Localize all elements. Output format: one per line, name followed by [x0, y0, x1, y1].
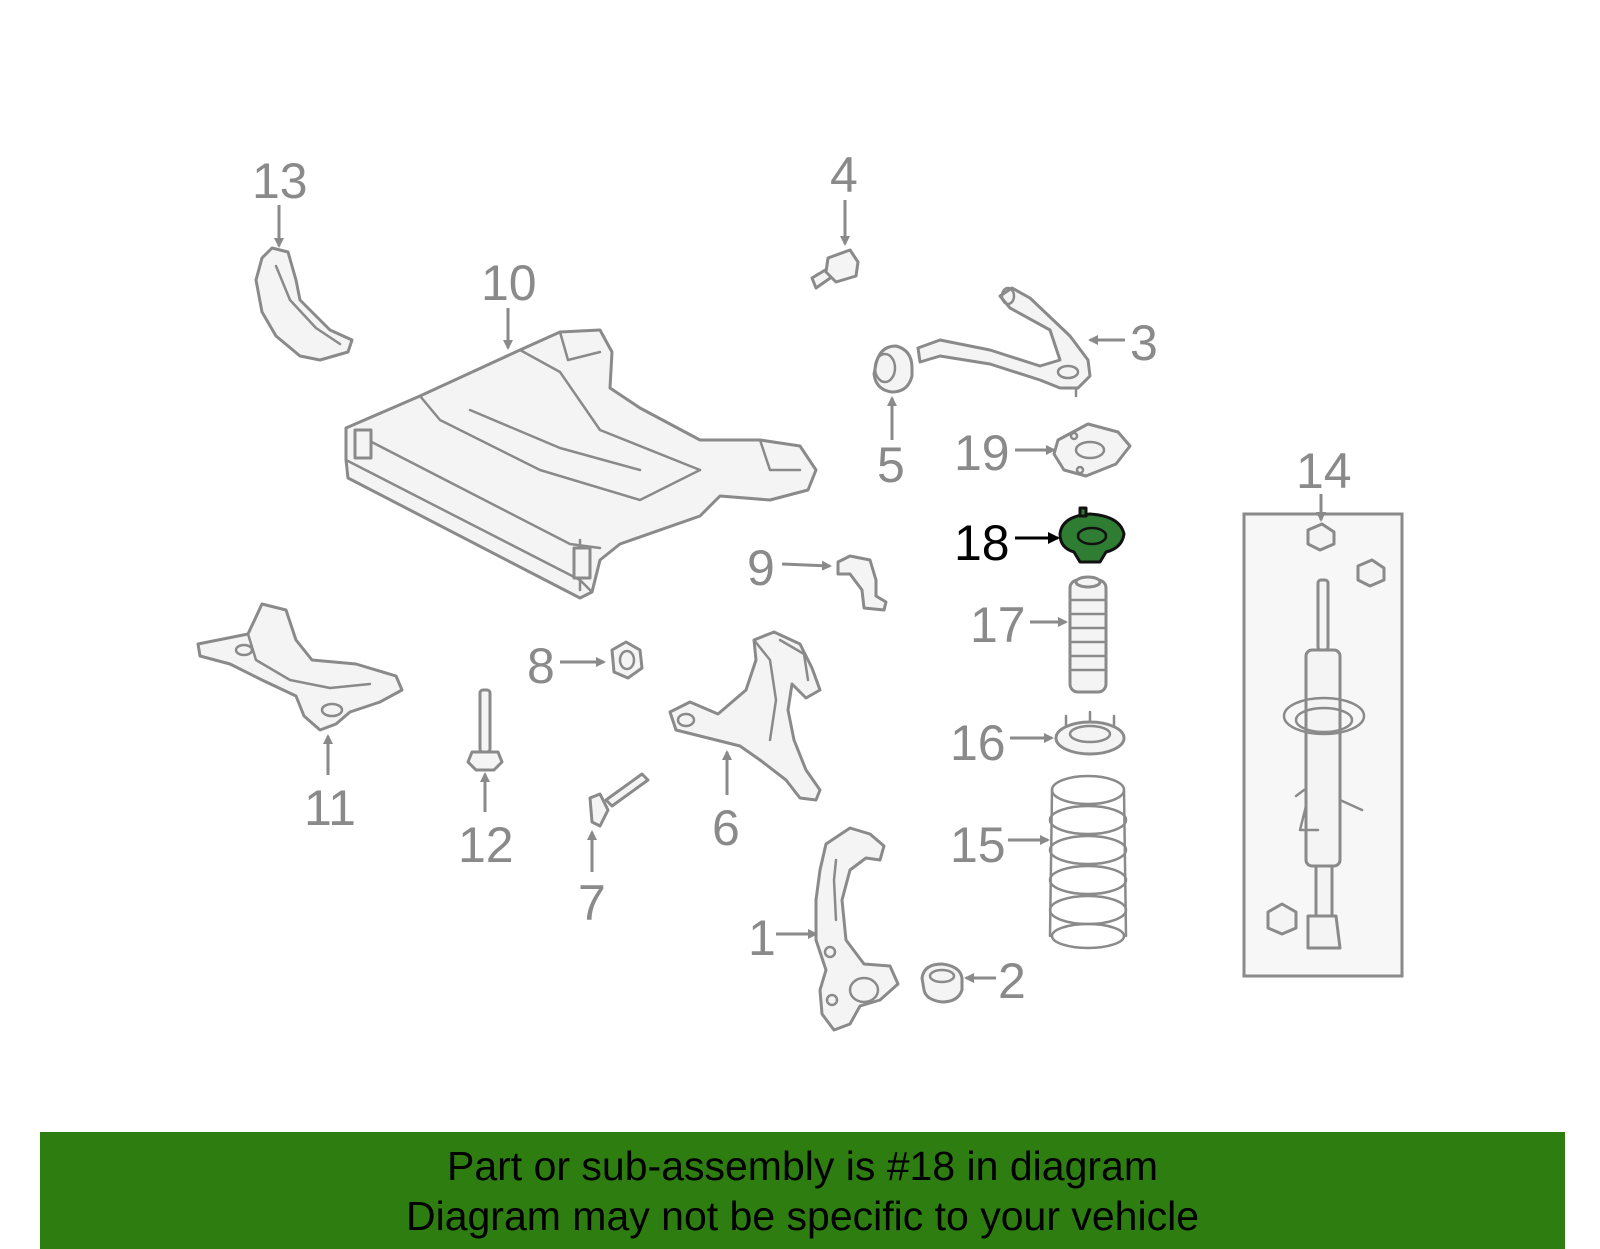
svg-text:6: 6 — [712, 800, 740, 856]
svg-text:1: 1 — [748, 910, 776, 966]
svg-text:11: 11 — [304, 780, 356, 836]
part-14-strut-assembly[interactable] — [1242, 512, 1404, 978]
svg-text:9: 9 — [747, 540, 775, 596]
svg-text:10: 10 — [481, 255, 537, 311]
part-2-bushing[interactable] — [920, 962, 964, 1004]
part-5-bushing[interactable] — [872, 344, 914, 394]
callout-14: 14 — [1296, 443, 1352, 522]
callout-12: 12 — [458, 772, 514, 873]
svg-text:17: 17 — [970, 597, 1026, 653]
svg-text:15: 15 — [950, 817, 1006, 873]
callout-1: 1 — [748, 910, 818, 966]
svg-text:16: 16 — [950, 715, 1006, 771]
svg-text:2: 2 — [998, 953, 1026, 1009]
svg-text:8: 8 — [527, 638, 555, 694]
callout-8: 8 — [527, 638, 606, 694]
part-10-subframe[interactable] — [344, 328, 818, 600]
part-16-spring-seat[interactable] — [1054, 710, 1126, 756]
part-17-dust-boot[interactable] — [1068, 575, 1108, 694]
banner-line-1: Part or sub-assembly is #18 in diagram — [447, 1142, 1158, 1189]
callout-2: 2 — [964, 953, 1026, 1009]
svg-text:19: 19 — [954, 425, 1010, 481]
part-4-bolt[interactable] — [810, 248, 860, 290]
callout-15: 15 — [950, 817, 1050, 873]
callout-19: 19 — [954, 425, 1056, 481]
callout-7: 7 — [578, 830, 606, 931]
part-1-knuckle[interactable] — [814, 826, 900, 1032]
callout-10: 10 — [481, 255, 537, 350]
part-15-coil-spring[interactable] — [1048, 774, 1128, 950]
part-13-bracket[interactable] — [254, 246, 354, 362]
part-7-pin[interactable] — [588, 772, 650, 828]
svg-text:12: 12 — [458, 817, 514, 873]
part-19-insulator[interactable] — [1052, 422, 1132, 478]
callout-11: 11 — [304, 734, 356, 836]
callout-13: 13 — [252, 153, 308, 248]
svg-text:7: 7 — [578, 875, 606, 931]
svg-text:4: 4 — [830, 147, 858, 203]
svg-text:13: 13 — [252, 153, 308, 209]
part-18-strut-mount[interactable] — [1058, 506, 1126, 564]
banner-line-2: Diagram may not be specific to your vehi… — [405, 1192, 1199, 1239]
part-11-skid-plate[interactable] — [196, 602, 404, 732]
callout-4: 4 — [830, 147, 858, 246]
callout-3: 3 — [1088, 315, 1158, 371]
svg-text:14: 14 — [1296, 443, 1352, 499]
svg-text:5: 5 — [877, 437, 905, 493]
part-8-nut[interactable] — [610, 640, 644, 680]
svg-text:3: 3 — [1130, 315, 1158, 371]
callout-16: 16 — [950, 715, 1054, 771]
part-6-lower-arm[interactable] — [668, 630, 822, 802]
callout-17: 17 — [970, 597, 1068, 653]
info-banner: Part or sub-assembly is #18 in diagram D… — [40, 1132, 1565, 1249]
callout-9: 9 — [747, 540, 832, 596]
part-3-control-arm[interactable] — [916, 286, 1092, 398]
part-9-clip[interactable] — [836, 554, 888, 612]
callout-18: 18 — [954, 515, 1060, 571]
svg-text:18: 18 — [954, 515, 1010, 571]
callout-5: 5 — [877, 396, 905, 493]
callout-6: 6 — [712, 750, 740, 856]
part-12-bolt[interactable] — [466, 688, 504, 772]
